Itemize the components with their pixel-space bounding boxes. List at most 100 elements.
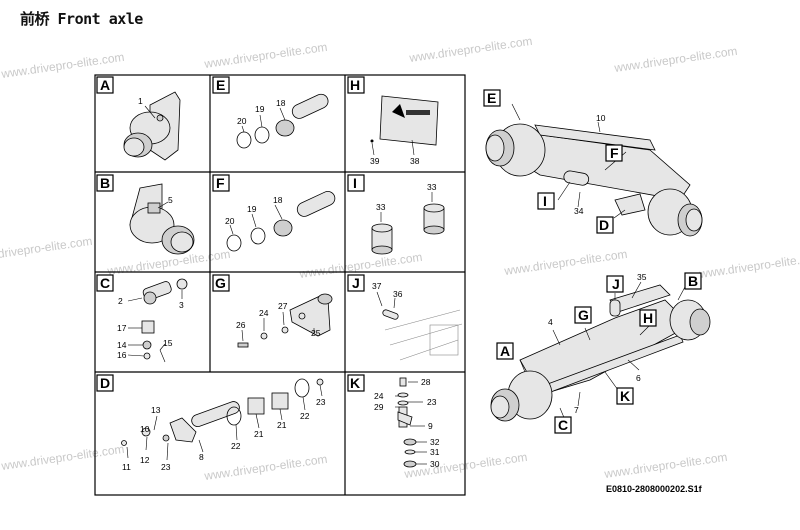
part-number: 18 bbox=[276, 98, 286, 108]
diagram-shape bbox=[370, 139, 374, 143]
diagram-shape bbox=[121, 440, 127, 446]
part-number: 23 bbox=[316, 397, 326, 407]
part-number: 12 bbox=[140, 455, 150, 465]
diagram-shape bbox=[639, 309, 657, 327]
panel-label: G bbox=[215, 275, 226, 291]
callout-label: I bbox=[543, 193, 547, 209]
diagram-shape bbox=[96, 274, 114, 292]
diagram-shape bbox=[169, 417, 197, 443]
part-number: 9 bbox=[428, 421, 433, 431]
diagram-shape bbox=[584, 327, 591, 341]
diagram-shape bbox=[302, 396, 306, 411]
diagram-shape bbox=[251, 213, 257, 228]
panel-label: I bbox=[353, 175, 357, 191]
diagram-shape bbox=[94, 74, 466, 496]
part-number: 10 bbox=[140, 424, 150, 434]
panel-labels: A E H B F I C G J D K bbox=[96, 76, 365, 392]
part-number: 4 bbox=[548, 317, 553, 327]
part-number: 36 bbox=[393, 289, 403, 299]
diagram-shape bbox=[229, 224, 234, 235]
panel-e-kingpin: 20 19 18 bbox=[236, 93, 329, 149]
diagram-shape bbox=[241, 125, 245, 133]
part-number: 28 bbox=[421, 377, 431, 387]
diagram-shape bbox=[519, 359, 526, 373]
part-number: 37 bbox=[372, 281, 382, 291]
panel-a-knuckle: 1 bbox=[123, 91, 181, 161]
diagram-shape bbox=[319, 384, 323, 397]
callout-label: E bbox=[487, 90, 496, 106]
part-number: 10 bbox=[596, 113, 606, 123]
watermark: www.drivepro-elite.com bbox=[202, 40, 328, 71]
part-number: 34 bbox=[574, 206, 584, 216]
part-number: 11 bbox=[122, 462, 131, 472]
diagram-shape bbox=[282, 311, 285, 326]
diagram-shape bbox=[689, 308, 711, 336]
part-number: 16 bbox=[117, 350, 127, 360]
diagram-shape bbox=[142, 340, 152, 350]
diagram-shape bbox=[684, 272, 702, 290]
panel-d-pin-assembly: 13 10 12 11 23 8 22 21 21 22 23 bbox=[121, 378, 326, 472]
diagram-shape bbox=[162, 434, 170, 442]
diagram-shape bbox=[296, 190, 336, 217]
diagram-shape bbox=[141, 427, 151, 437]
diagram-shape bbox=[609, 299, 621, 317]
watermark: www.drivepro-elite.com bbox=[502, 247, 628, 278]
diagram-shape bbox=[235, 424, 238, 441]
diagram-shape bbox=[534, 124, 656, 151]
diagram-shape bbox=[511, 103, 521, 121]
watermark: www.drivepro-elite.com bbox=[0, 234, 93, 265]
part-number: 7 bbox=[574, 405, 579, 415]
diagram-shape bbox=[403, 438, 417, 446]
diagram-shape bbox=[397, 400, 409, 406]
diagram-shape bbox=[639, 324, 651, 336]
diagram-shape bbox=[226, 234, 242, 252]
diagram-shape bbox=[423, 225, 445, 235]
panel-f-kingpin: 20 19 18 bbox=[225, 190, 336, 252]
diagram-shape bbox=[279, 408, 283, 421]
diagram-shape bbox=[574, 306, 592, 324]
part-number: 1 bbox=[138, 96, 143, 106]
part-number: 18 bbox=[273, 195, 283, 205]
watermark: www.drivepro-elite.com bbox=[202, 452, 328, 483]
diagram-shape bbox=[404, 449, 416, 455]
diagram-shape bbox=[170, 231, 194, 253]
watermark: www.drivepro-elite.com bbox=[697, 250, 800, 281]
diagram-shape bbox=[96, 174, 114, 192]
part-number: 19 bbox=[247, 204, 257, 214]
diagram-shape bbox=[271, 392, 289, 410]
callout-label: D bbox=[599, 217, 609, 233]
diagram-shape bbox=[627, 359, 640, 371]
part-number: 15 bbox=[163, 338, 173, 348]
part-number: 2 bbox=[118, 296, 123, 306]
diagram-shape bbox=[159, 343, 166, 351]
diagram-shape bbox=[411, 139, 415, 156]
diagram-shape bbox=[141, 320, 155, 334]
diagram-shape bbox=[397, 411, 413, 426]
part-number: 33 bbox=[376, 202, 386, 212]
diagram-shape bbox=[485, 134, 505, 162]
diagram-shape bbox=[597, 121, 601, 133]
watermark: www.drivepro-elite.com bbox=[612, 44, 738, 75]
part-number: 20 bbox=[225, 216, 235, 226]
diagram-shape bbox=[126, 446, 129, 459]
diagram-shape bbox=[605, 144, 623, 162]
diagram-shape bbox=[279, 107, 286, 121]
diagram-shape bbox=[371, 245, 393, 255]
diagram-shape bbox=[157, 201, 169, 209]
diagram-shape bbox=[483, 89, 501, 107]
part-number: 19 bbox=[255, 104, 265, 114]
diagram-shape bbox=[212, 274, 230, 292]
part-number: 22 bbox=[231, 441, 241, 451]
diagram-shape bbox=[577, 191, 581, 208]
callout-label: K bbox=[620, 388, 630, 404]
watermark: www.drivepro-elite.com bbox=[407, 34, 533, 65]
diagram-shape bbox=[397, 392, 409, 398]
panel-label: B bbox=[100, 175, 110, 191]
diagram-shape bbox=[153, 415, 158, 431]
diagram-shape bbox=[557, 181, 571, 201]
diagram-shape bbox=[379, 95, 439, 146]
panel-h-plate: 39 38 bbox=[370, 95, 439, 166]
diagram-shape bbox=[423, 203, 445, 213]
diagram-shape bbox=[429, 324, 459, 356]
